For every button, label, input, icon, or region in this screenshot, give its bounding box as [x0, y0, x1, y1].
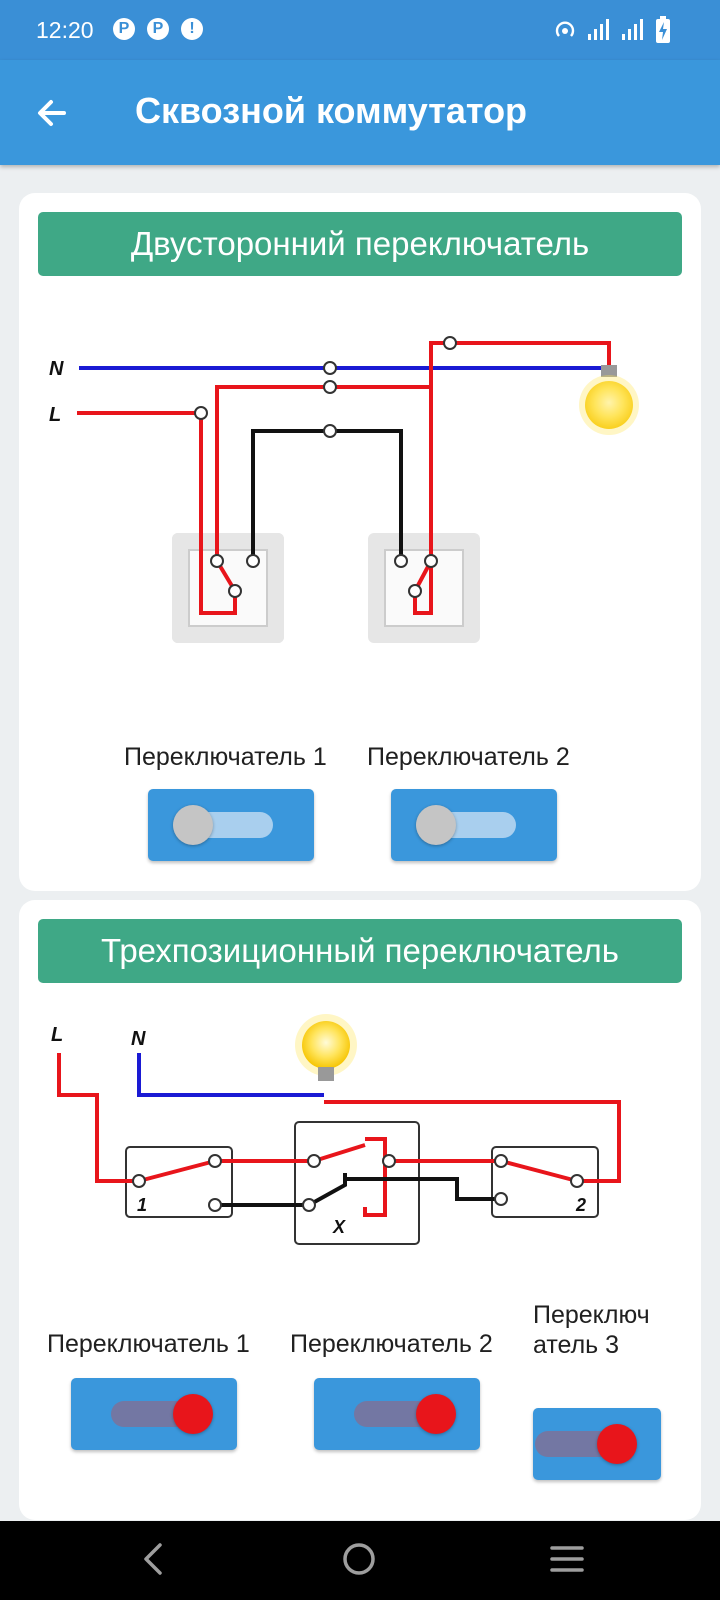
status-bar: 12:20 P P !	[0, 0, 720, 60]
phase-label: L	[49, 404, 61, 426]
status-time: 12:20	[36, 17, 94, 43]
switch-2-label: Переключатель 2	[367, 743, 570, 771]
switch-1-number: 1	[137, 1195, 147, 1215]
phase-wire	[77, 411, 237, 615]
phase-label: L	[51, 1024, 63, 1046]
signal-icon	[588, 19, 609, 40]
switch-plate-1	[172, 533, 284, 643]
section-title: Двусторонний переключатель	[38, 212, 682, 276]
switch-2-toggle[interactable]	[314, 1378, 480, 1450]
neutral-label: N	[131, 1028, 146, 1050]
switch-1-toggle[interactable]	[71, 1378, 237, 1450]
three-way-wiring-diagram: L N 1 2 X	[51, 1014, 621, 1245]
signal-icon	[622, 19, 643, 40]
lightbulb-icon	[579, 365, 639, 435]
switch-2-number: 2	[575, 1195, 586, 1215]
cross-switch-box	[294, 1121, 420, 1245]
hotspot-icon	[555, 21, 575, 37]
lightbulb-icon	[295, 1014, 357, 1081]
switch-plate-2	[368, 533, 480, 643]
notification-icon: P	[147, 18, 169, 40]
section-title: Трехпозиционный переключатель	[38, 919, 682, 983]
two-way-switch-card: Двусторонний переключатель	[19, 193, 701, 891]
two-way-wiring-diagram: N L	[49, 336, 639, 643]
lamp-wire	[324, 1100, 621, 1183]
toggle-thumb	[416, 1394, 456, 1434]
toggle-thumb	[597, 1424, 637, 1464]
arrow-back-icon[interactable]	[34, 95, 70, 131]
battery-charging-icon	[656, 16, 670, 43]
phase-wire	[57, 1053, 139, 1183]
navigation-bar	[0, 1521, 720, 1600]
lamp-wire	[429, 341, 611, 561]
toggle-thumb	[173, 1394, 213, 1434]
notification-icon: P	[113, 18, 135, 40]
neutral-label: N	[49, 358, 64, 380]
neutral-wire	[137, 1053, 324, 1097]
nav-back-icon[interactable]	[138, 1539, 168, 1579]
cross-switch-label: X	[332, 1217, 346, 1237]
switch-3-toggle[interactable]	[533, 1408, 661, 1480]
alert-icon: !	[181, 18, 203, 40]
switch-3-label: Переключатель 3	[533, 1301, 650, 1359]
toggle-thumb	[173, 805, 213, 845]
switch-1-toggle[interactable]	[148, 789, 314, 861]
nav-home-icon[interactable]	[339, 1539, 379, 1579]
switch-1-label: Переключатель 1	[47, 1330, 250, 1358]
app-bar: Сквозной коммутатор	[0, 60, 720, 165]
page-title: Сквозной коммутатор	[135, 90, 528, 131]
nav-menu-icon[interactable]	[549, 1539, 585, 1579]
three-way-switch-card: Трехпозиционный переключатель	[19, 900, 701, 1520]
toggle-thumb	[416, 805, 456, 845]
switch-2-label: Переключатель 2	[290, 1330, 493, 1358]
switch-1-label: Переключатель 1	[124, 743, 327, 771]
switch-2-toggle[interactable]	[391, 789, 557, 861]
